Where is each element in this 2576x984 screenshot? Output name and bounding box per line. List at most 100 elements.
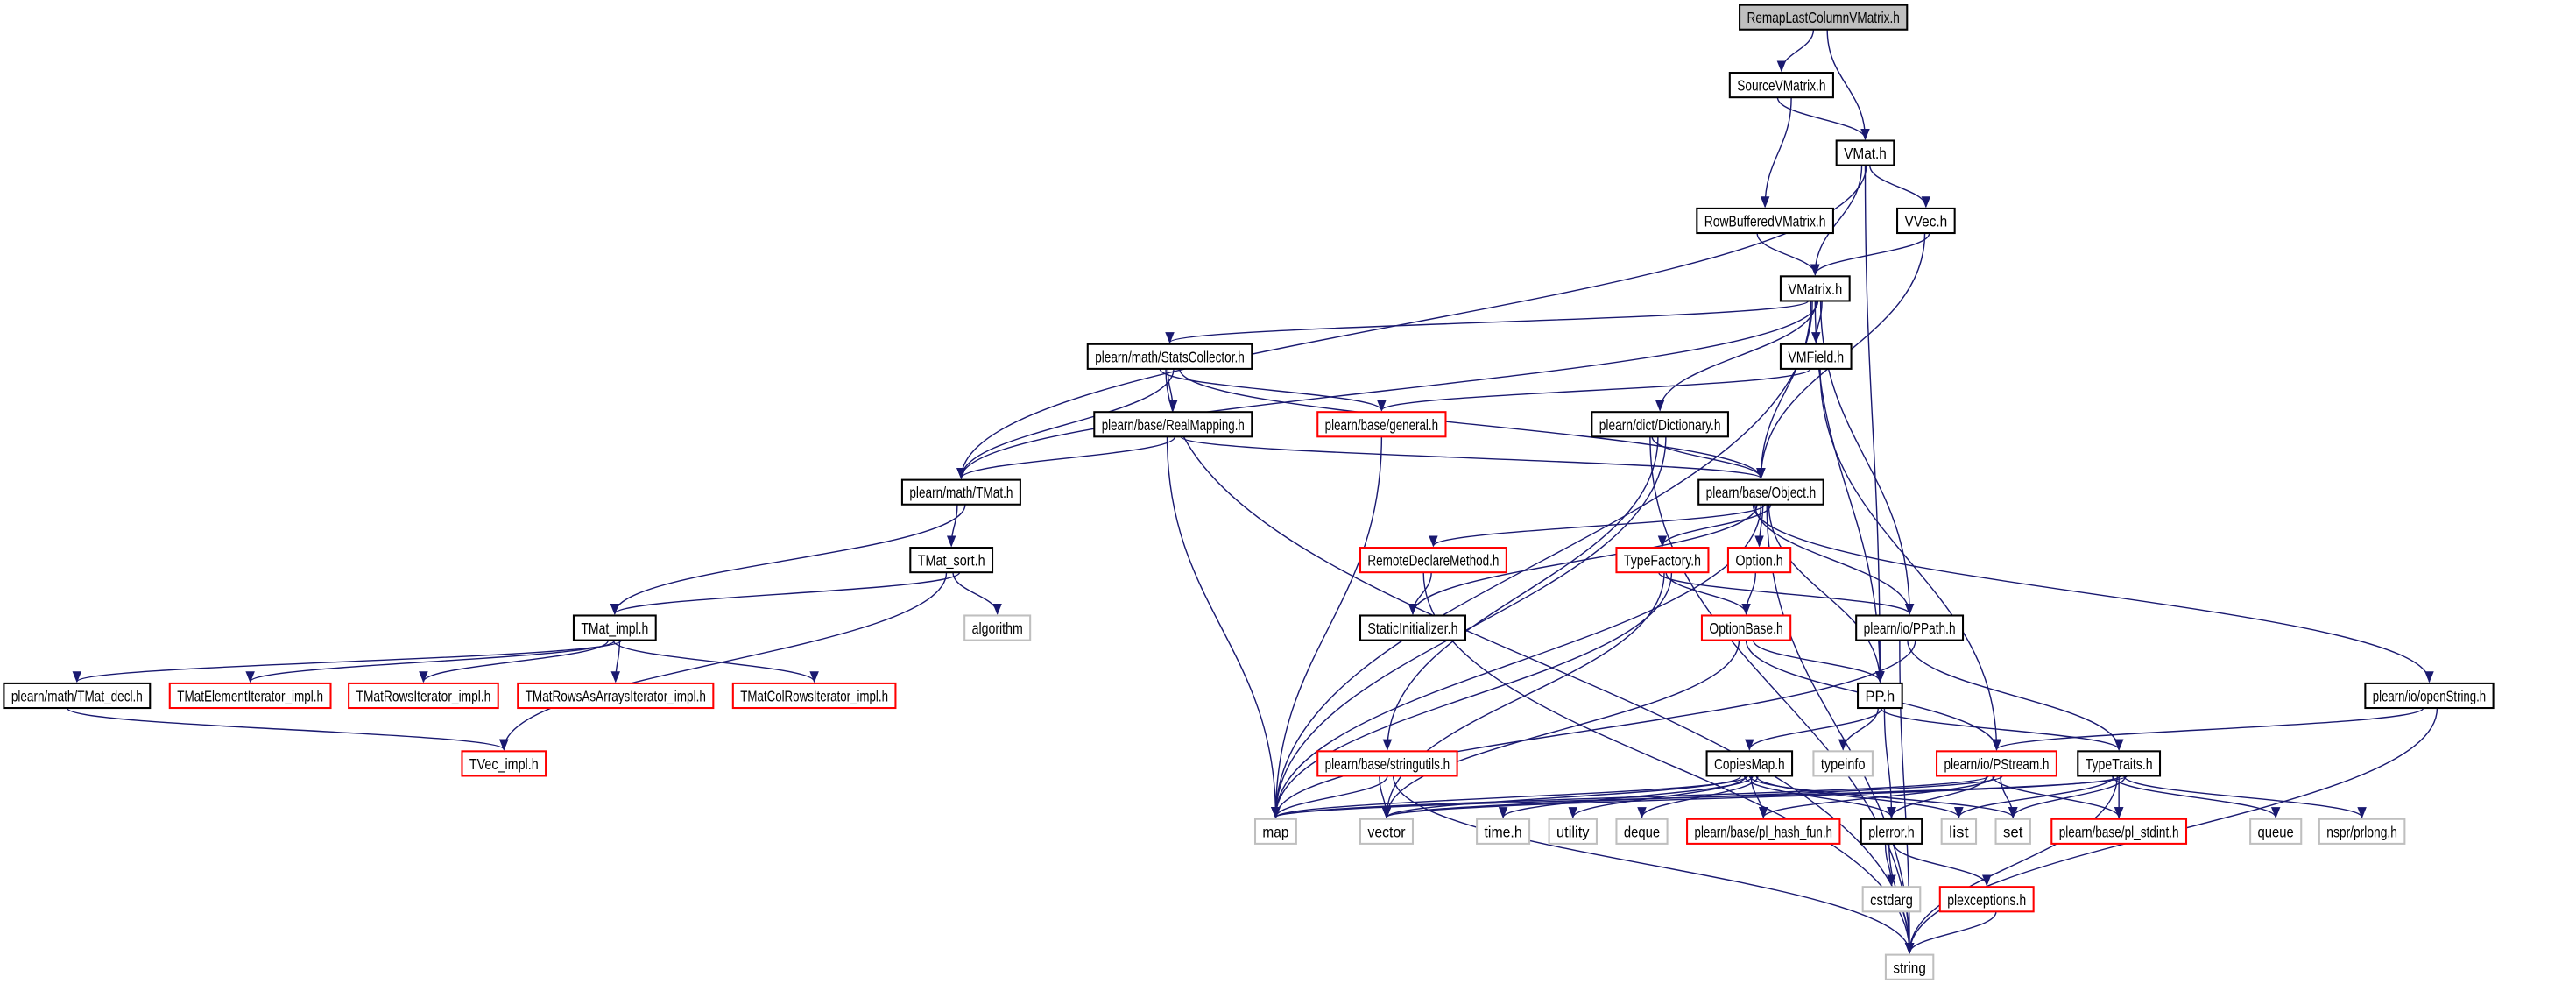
node-copiesmap[interactable]: CopiesMap.h (1705, 750, 1794, 777)
edge-pstream-to-plerror (1887, 775, 1987, 819)
node-tmat[interactable]: plearn/math/TMat.h (900, 478, 1021, 506)
node-vvec[interactable]: VVec.h (1896, 207, 1956, 235)
node-prlong: nspr/prlong.h (2318, 818, 2406, 845)
dependency-edge (946, 504, 958, 548)
node-box (1476, 818, 1531, 845)
node-tmatsort[interactable]: TMat_sort.h (909, 547, 994, 574)
node-vmatrix[interactable]: VMatrix.h (1779, 275, 1851, 302)
node-vmat[interactable]: VMat.h (1835, 139, 1895, 166)
node-label: TVec_impl.h (469, 755, 539, 774)
edge-general-to-map (1271, 436, 1383, 819)
node-set: set (1994, 818, 2031, 845)
node-typetraits[interactable]: TypeTraits.h (2077, 750, 2162, 777)
edge-object-to-pp (1768, 504, 1885, 683)
edge-plexceptions-to-string (1904, 911, 1997, 955)
node-label: list (1949, 823, 1968, 840)
dependency-edge (1752, 640, 1885, 683)
edge-realmap-to-map (1166, 436, 1281, 819)
node-vmfield[interactable]: VMField.h (1779, 343, 1853, 370)
node-label: plearn/base/RealMapping.h (1102, 416, 1245, 434)
node-stats[interactable]: plearn/math/StatsCollector.h (1086, 343, 1253, 370)
node-box (517, 682, 715, 710)
node-stdint[interactable]: plearn/base/pl_stdint.h (2050, 818, 2188, 845)
node-realmap[interactable]: plearn/base/RealMapping.h (1093, 411, 1253, 438)
edge-tmatdecl-to-tvecimpl (66, 707, 509, 751)
edge-tmatimpl-to-rowsiter (419, 640, 610, 683)
dependency-edge (1893, 843, 1992, 887)
edge-tmatimpl-to-colrows (612, 640, 819, 683)
dependency-edge (72, 639, 623, 683)
node-pstream[interactable]: plearn/io/PStream.h (1936, 750, 2057, 777)
node-label: set (2003, 823, 2022, 840)
node-box (900, 478, 1021, 506)
edge-copiesmap-to-map (1271, 775, 1749, 819)
dependency-edge (1179, 368, 1766, 480)
node-plexceptions[interactable]: plexceptions.h (1938, 886, 2035, 913)
edge-remote-to-static (1408, 572, 1432, 615)
node-label: TMat_sort.h (918, 552, 985, 570)
node-colrows[interactable]: TMatColRowsIterator_impl.h (731, 682, 897, 710)
node-box (1086, 343, 1253, 370)
node-remap[interactable]: RemapLastColumnVMatrix.h (1739, 4, 1909, 31)
edge-object-to-openstring (1752, 504, 2434, 683)
node-dict[interactable]: plearn/dict/Dictionary.h (1591, 411, 1729, 438)
edge-object-to-ppath (1754, 504, 1915, 615)
node-general[interactable]: plearn/base/general.h (1316, 411, 1447, 438)
node-label: plearn/io/openString.h (2373, 688, 2486, 705)
dependency-edge (1810, 165, 1863, 276)
node-box (168, 682, 332, 710)
dependency-edge (610, 571, 961, 615)
dependency-edge (1271, 436, 1383, 819)
node-plerror[interactable]: plerror.h (1860, 818, 1923, 845)
edge-pstream-to-stdint (1992, 775, 2124, 819)
edge-ppath-to-map (1271, 640, 1916, 819)
dependency-edge (1382, 436, 1659, 751)
node-elemiter[interactable]: TMatElementIterator_impl.h (168, 682, 332, 710)
node-pp[interactable]: PP.h (1857, 682, 1903, 710)
node-map: map (1253, 818, 1297, 845)
node-box (1359, 614, 1467, 641)
node-option[interactable]: Option.h (1726, 547, 1792, 574)
edge-rowbuf-to-vmatrix (1756, 232, 1820, 276)
node-optionbase[interactable]: OptionBase.h (1700, 614, 1792, 641)
node-tvecimpl[interactable]: TVec_impl.h (461, 750, 547, 777)
node-cstdarg: cstdarg (1861, 886, 1922, 913)
node-typefactory[interactable]: TypeFactory.h (1615, 547, 1710, 574)
dependency-edge (1884, 843, 1896, 887)
node-box (1253, 818, 1297, 845)
node-label: RowBufferedVMatrix.h (1704, 213, 1826, 230)
edge-source-to-vmat (1776, 96, 1870, 140)
node-label: TMatElementIterator_impl.h (177, 688, 323, 706)
dependency-edge (1766, 504, 1915, 955)
node-ppath[interactable]: plearn/io/PPath.h (1855, 614, 1965, 641)
edge-realmap-to-tmat (956, 435, 1176, 480)
node-hashfun[interactable]: plearn/base/pl_hash_fun.h (1686, 818, 1841, 845)
node-list: list (1940, 818, 1978, 845)
node-tmatimpl[interactable]: TMat_impl.h (572, 614, 657, 641)
node-remote[interactable]: RemoteDeclareMethod.h (1359, 547, 1507, 574)
dependency-edge (1651, 436, 1766, 480)
node-box (1316, 411, 1447, 438)
edge-typetraits-to-prlong (2123, 775, 2367, 819)
node-tmatdecl[interactable]: plearn/math/TMat_decl.h (3, 682, 152, 710)
edge-copiesmap-to-plerror (1743, 775, 1896, 819)
node-rowsarr[interactable]: TMatRowsAsArraysIterator_impl.h (517, 682, 715, 710)
dependency-edge (1271, 775, 1990, 819)
edge-openstring-to-pstream (1992, 707, 2424, 751)
edge-pp-to-typetraits (1880, 707, 2124, 751)
node-object[interactable]: plearn/base/Object.h (1697, 478, 1824, 506)
node-source[interactable]: SourceVMatrix.h (1728, 72, 1834, 99)
node-openstring[interactable]: plearn/io/openString.h (2364, 682, 2495, 710)
node-rowsiter[interactable]: TMatRowsIterator_impl.h (348, 682, 499, 710)
node-static[interactable]: StaticInitializer.h (1359, 614, 1467, 641)
node-rowbuf[interactable]: RowBufferedVMatrix.h (1696, 207, 1834, 235)
edge-tmat-to-tmatimpl (610, 504, 966, 615)
dependency-edge (1655, 301, 1817, 412)
node-box (1936, 750, 2057, 777)
dependency-edge (610, 504, 966, 615)
edge-remap-to-source (1776, 29, 1815, 73)
node-label: TMatRowsIterator_impl.h (356, 688, 491, 706)
node-stringutils[interactable]: plearn/base/stringutils.h (1316, 750, 1458, 777)
node-label: plearn/io/PPath.h (1864, 619, 1956, 637)
